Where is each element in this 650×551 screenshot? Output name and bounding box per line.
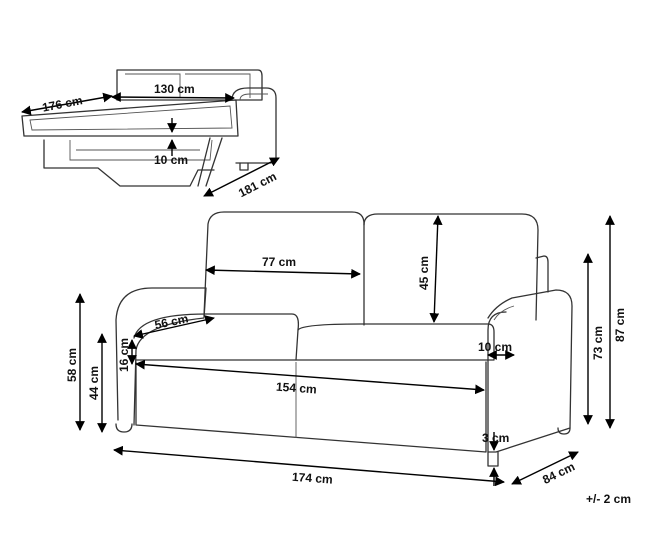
dim-total-height-58: 58 cm [65,348,79,382]
dim-depth-open: 181 cm [236,169,279,200]
dim-backrest-width: 77 cm [262,255,296,269]
dim-cushion-height: 16 cm [117,338,131,372]
dim-total-depth: 84 cm [540,459,577,487]
dim-total-height: 87 cm [613,308,627,342]
dim-backrest-height: 45 cm [417,256,431,290]
sofa-drawing [115,211,573,467]
dim-seat-width: 154 cm [276,380,318,397]
dim-seat-height: 44 cm [87,366,101,400]
tolerance-note: +/- 2 cm [586,492,631,506]
dim-total-width: 174 cm [292,470,334,487]
sofa-dimension-lines [75,215,615,487]
dim-seat-depth: 56 cm [153,311,189,332]
dim-mattress-thickness: 10 cm [154,153,188,167]
dim-leg-height: 3 cm [482,431,509,445]
dim-mattress-length: 130 cm [154,82,195,96]
sofa-bed-dimension-lines [21,92,280,197]
sofa-bed-drawing [21,69,277,187]
dim-armrest-width: 10 cm [478,340,512,354]
dim-armrest-height: 73 cm [591,326,605,360]
